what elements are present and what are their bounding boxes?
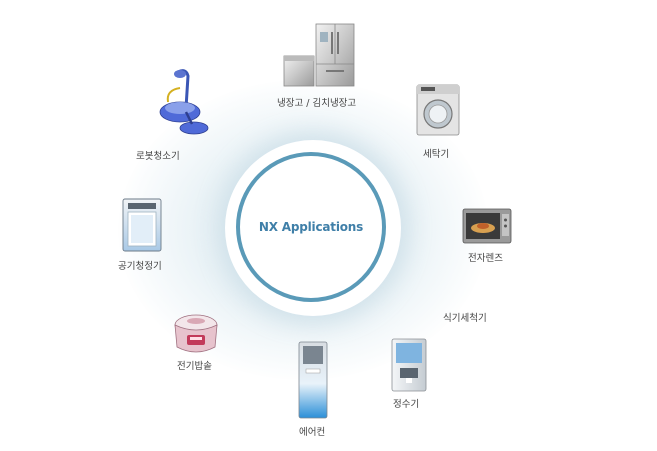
robot-cleaner-label: 로봇청소기 (136, 151, 180, 162)
washing-machine-icon (416, 84, 460, 136)
dishwasher-label: 식기세척기 (443, 313, 487, 324)
microwave-icon (462, 208, 512, 246)
air-purifier-label: 공기청정기 (118, 261, 162, 272)
refrigerator-label: 냉장고 / 김치냉장고 (277, 98, 357, 109)
robot-cleaner-icon (156, 68, 212, 140)
center-title: NX Applications (258, 220, 364, 234)
refrigerator-icon (282, 22, 358, 88)
washing-machine-label: 세탁기 (423, 149, 450, 160)
air-conditioner-label: 에어컨 (299, 427, 326, 438)
rice-cooker-label: 전기밥솥 (177, 361, 212, 372)
water-purifier-icon (390, 338, 428, 392)
rice-cooker-icon (172, 311, 220, 355)
water-purifier-label: 정수기 (393, 399, 420, 410)
air-conditioner-icon (298, 341, 328, 419)
center-ring: NX Applications (236, 152, 386, 302)
microwave-label: 전자렌즈 (468, 253, 503, 264)
air-purifier-icon (122, 198, 162, 252)
